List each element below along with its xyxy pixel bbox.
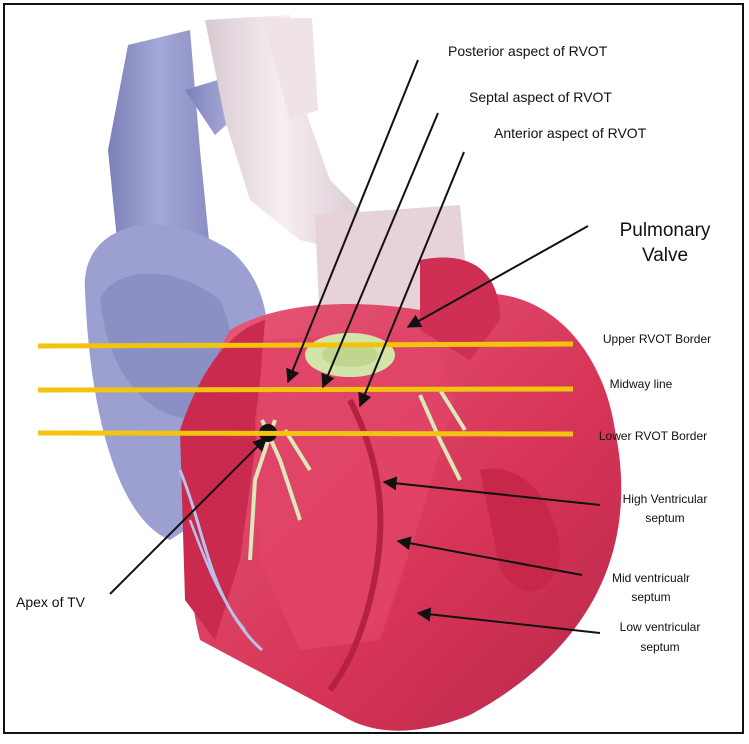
label-posterior-rvot: Posterior aspect of RVOT [448,43,608,59]
label-midway-line: Midway line [610,377,673,391]
label-apex-tv: Apex of TV [16,594,86,610]
label-valve: Valve [642,245,688,266]
label-pulmonary: Pulmonary [620,220,711,241]
label-high-septum-2: septum [645,511,684,525]
label-mid-septum-1: Mid ventricualr [612,571,690,585]
label-low-septum-2: septum [640,640,679,654]
label-high-septum-1: High Ventricular [623,492,708,506]
label-anterior-rvot: Anterior aspect of RVOT [494,125,647,141]
upper-rvot-border-line [38,344,573,346]
label-mid-septum-2: septum [631,590,670,604]
label-upper-rvot-border: Upper RVOT Border [603,332,711,346]
label-septal-rvot: Septal aspect of RVOT [469,89,612,105]
label-lower-rvot-border: Lower RVOT Border [599,429,707,443]
lower-rvot-border-line [38,433,573,434]
label-low-septum-1: Low ventricular [620,620,701,634]
midway-line [38,389,573,390]
